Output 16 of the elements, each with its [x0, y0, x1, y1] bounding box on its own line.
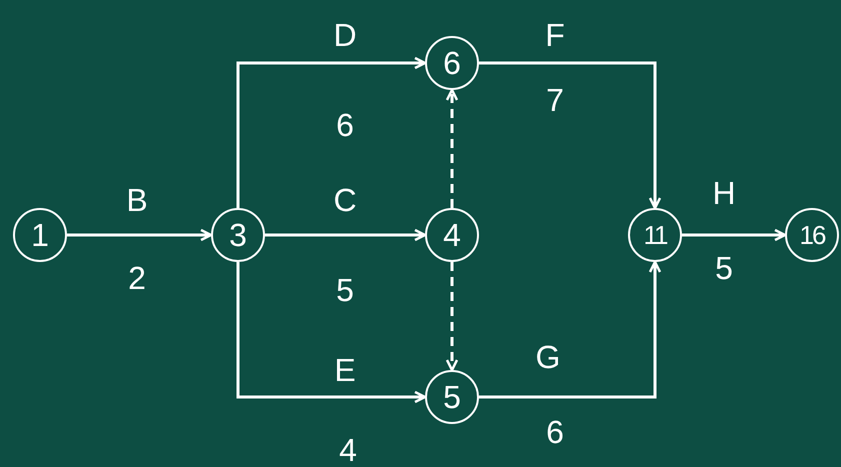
arrow	[446, 262, 458, 372]
arrow	[479, 62, 662, 210]
event-circle: 4	[425, 208, 479, 262]
event-circle: 1	[13, 208, 67, 262]
arrow	[479, 260, 662, 398]
event-circle: 5	[425, 370, 479, 424]
arrow	[265, 228, 426, 242]
arrow	[67, 228, 212, 242]
arrow	[682, 228, 786, 242]
arrow	[236, 56, 426, 208]
arrow	[236, 262, 426, 404]
event-circle: 3	[211, 208, 265, 262]
arrow	[446, 88, 458, 208]
event-circle: 16	[785, 208, 839, 262]
event-circle: 6	[425, 36, 479, 90]
event-circle: 11	[628, 208, 682, 262]
